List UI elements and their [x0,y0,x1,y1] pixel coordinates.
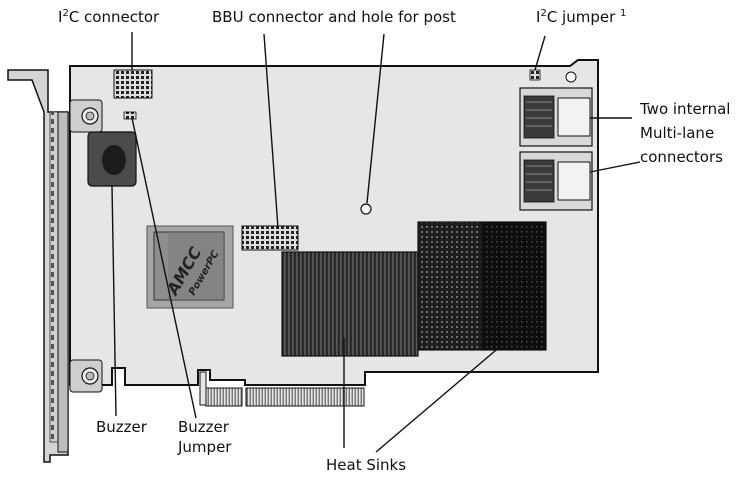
multilane-connector-lower [519,151,593,211]
i2c-connector-label-sup: 2 [62,8,69,19]
i2c-connector-header [113,69,153,99]
i2c-jumper-label: I2C jumper 1 [536,8,626,27]
corner-hole [565,71,577,83]
leader-lines [111,32,641,453]
heat-sink-right-b [481,221,547,351]
buzzer-label: Buzzer [96,418,147,436]
internal-connectors-label-line2: Multi-lane [640,124,715,142]
i2c-jumper-footnote: 1 [620,8,627,19]
i2c-connector-label: I2C connector [58,8,159,27]
heat-sink-right-a [417,221,483,351]
i2c-connector-label-prefix: I [58,8,63,26]
bbu-connector-label: BBU connector and hole for post [212,8,456,26]
heat-sink-left [281,251,419,357]
i2c-jumper-label-sup: 2 [540,8,547,19]
buzzer-jumper-label-line2: Jumper [178,438,232,456]
internal-connectors-label-line1: Two internal [640,100,731,118]
buzzer-part [87,131,137,187]
i2c-jumper-label-prefix: I [536,8,541,26]
i2c-connector-label-suffix: C connector [68,8,160,26]
bbu-connector-header [241,225,299,251]
buzzer-jumper-pins [123,111,137,120]
processor-chip: AMCC PowerPC [146,225,234,309]
internal-connectors-label-line3: connectors [640,148,723,166]
pci-bracket [7,69,69,463]
i2c-jumper-pins [529,69,541,81]
heat-sinks-label: Heat Sinks [326,456,407,474]
multilane-connector-upper [519,87,593,147]
buzzer-jumper-label-line1: Buzzer [178,418,229,436]
mounting-screw-top [69,99,103,133]
post-hole [360,203,372,215]
i2c-jumper-label-suffix: C jumper [546,8,621,26]
mounting-screw-bottom [69,359,103,393]
